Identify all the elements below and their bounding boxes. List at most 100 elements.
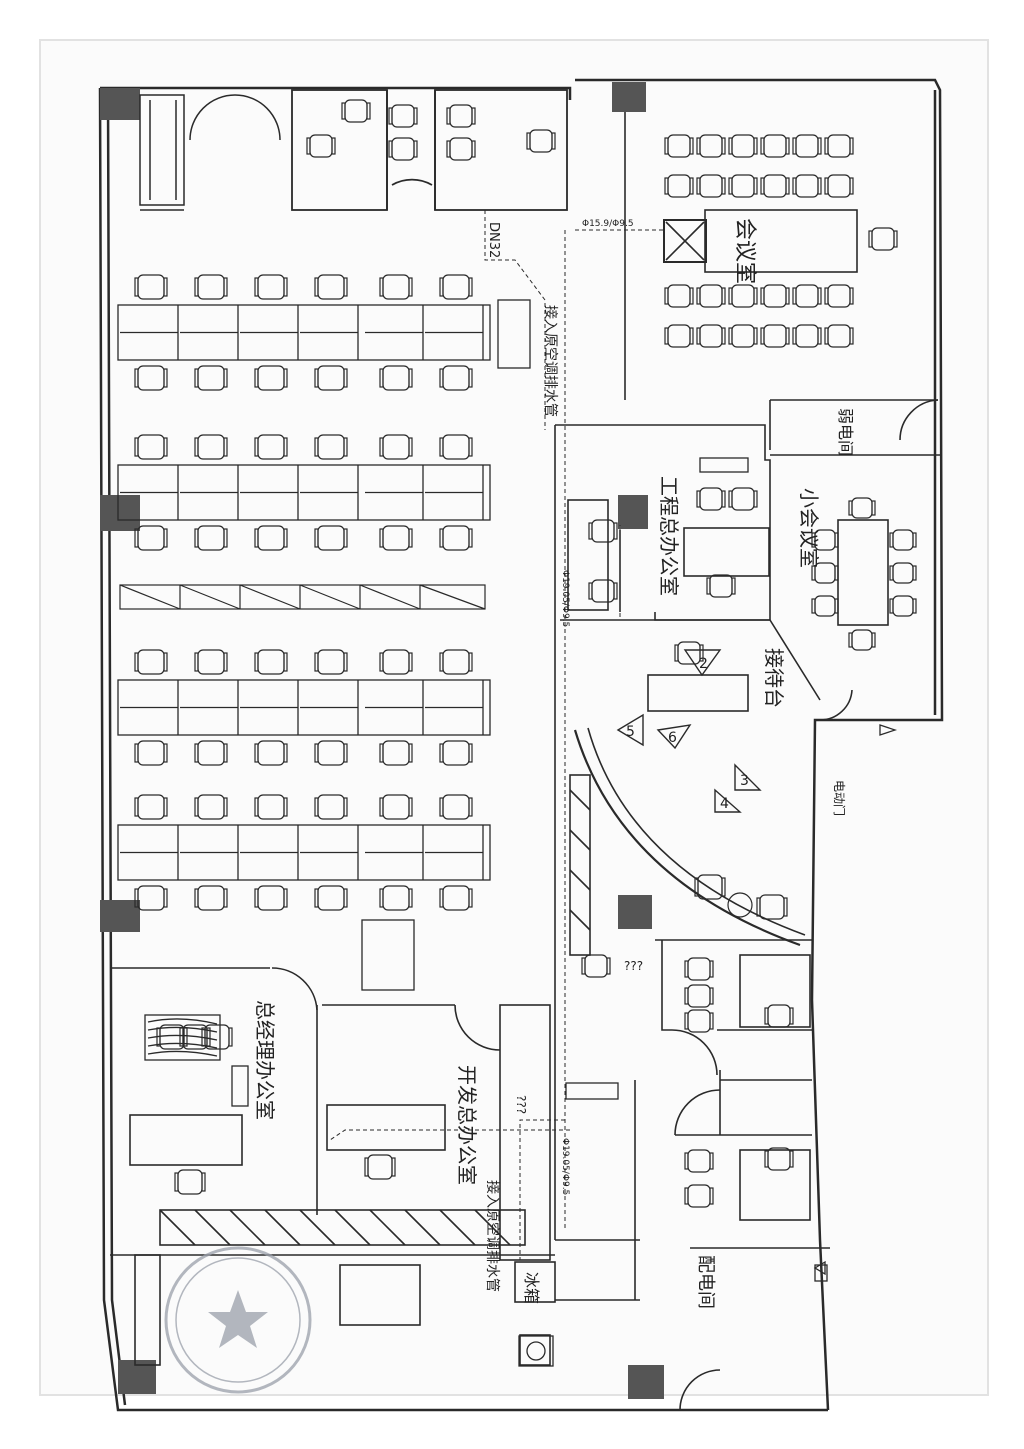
office-chairs bbox=[134, 99, 917, 1208]
chair bbox=[811, 562, 839, 584]
chair bbox=[194, 365, 228, 391]
lower-left-offices bbox=[110, 967, 640, 1366]
fridge-area bbox=[518, 1335, 554, 1367]
chair-arm bbox=[201, 1027, 206, 1047]
chair bbox=[254, 434, 288, 460]
chair bbox=[174, 1169, 206, 1195]
chair bbox=[684, 1149, 714, 1173]
chair-arm bbox=[785, 287, 790, 305]
chair-arm bbox=[674, 644, 679, 662]
chair-arm bbox=[364, 1157, 369, 1177]
chair-arm bbox=[134, 437, 139, 457]
room-labels: 会议室 弱电间 工程总办公室 小会议室 接待台 总经理办公室 开发总办公室 配电… bbox=[253, 218, 855, 1309]
chair-arm bbox=[699, 644, 704, 662]
chair bbox=[254, 365, 288, 391]
chair-arm bbox=[254, 368, 259, 388]
chair-arm bbox=[817, 327, 822, 345]
top-small-offices bbox=[291, 89, 568, 211]
chair-arm bbox=[468, 888, 473, 908]
chair-arm bbox=[471, 140, 476, 158]
chair-arm bbox=[439, 277, 444, 297]
chair bbox=[674, 641, 704, 665]
chair-arm bbox=[388, 140, 393, 158]
chair-arm bbox=[811, 565, 816, 581]
chair bbox=[341, 99, 371, 123]
chair bbox=[379, 525, 413, 551]
chair-arm bbox=[689, 327, 694, 345]
chair-arm bbox=[834, 598, 839, 614]
chair-arm bbox=[824, 287, 829, 305]
chair-arm bbox=[868, 230, 873, 248]
chair bbox=[811, 529, 839, 551]
annotation-unknown-1: ??? bbox=[624, 959, 643, 973]
chair-arm bbox=[283, 888, 288, 908]
chair bbox=[134, 794, 168, 820]
chair bbox=[760, 134, 790, 158]
chair-arm bbox=[721, 137, 726, 155]
chair bbox=[306, 134, 336, 158]
chair-arm bbox=[343, 652, 348, 672]
chair-arm bbox=[163, 368, 168, 388]
chair bbox=[439, 274, 473, 300]
chair-arm bbox=[848, 632, 853, 648]
desk-cluster bbox=[117, 464, 491, 521]
chair bbox=[379, 365, 413, 391]
chair bbox=[379, 434, 413, 460]
chair-arm bbox=[753, 137, 758, 155]
chair bbox=[314, 365, 348, 391]
chair bbox=[792, 284, 822, 308]
chair-arm bbox=[764, 1150, 769, 1168]
chair bbox=[811, 595, 839, 617]
chair-arm bbox=[283, 437, 288, 457]
chair bbox=[824, 134, 854, 158]
chair bbox=[446, 104, 476, 128]
chair-arm bbox=[194, 743, 199, 763]
chair-arm bbox=[789, 1007, 794, 1025]
chair bbox=[760, 284, 790, 308]
chair-arm bbox=[408, 797, 413, 817]
chair-arm bbox=[163, 888, 168, 908]
chair-arm bbox=[408, 528, 413, 548]
chair-arm bbox=[223, 277, 228, 297]
chair bbox=[824, 284, 854, 308]
chair-arm bbox=[468, 368, 473, 388]
scan-sheet bbox=[39, 39, 989, 1396]
room-label-conference: 会议室 bbox=[732, 218, 757, 284]
chair-arm bbox=[439, 888, 444, 908]
chair-arm bbox=[194, 528, 199, 548]
chair-arm bbox=[408, 277, 413, 297]
chair bbox=[194, 434, 228, 460]
chair bbox=[379, 274, 413, 300]
room-label-small-meeting: 小会议室 bbox=[797, 488, 821, 568]
chair-arm bbox=[468, 277, 473, 297]
chair bbox=[764, 1147, 794, 1171]
chair-arm bbox=[789, 1150, 794, 1168]
chair bbox=[254, 525, 288, 551]
chair-arm bbox=[613, 582, 618, 600]
chair-arm bbox=[156, 1027, 161, 1047]
chair bbox=[792, 134, 822, 158]
chair-arm bbox=[134, 368, 139, 388]
chair bbox=[134, 274, 168, 300]
chair-arm bbox=[408, 888, 413, 908]
chair bbox=[684, 1184, 714, 1208]
chair-arm bbox=[283, 797, 288, 817]
chair-arm bbox=[134, 888, 139, 908]
chair bbox=[684, 984, 714, 1008]
chair bbox=[439, 525, 473, 551]
chair-arm bbox=[283, 368, 288, 388]
chair-arm bbox=[721, 490, 726, 508]
chair bbox=[696, 284, 726, 308]
desk-cluster bbox=[117, 824, 491, 881]
chair-arm bbox=[764, 1007, 769, 1025]
chair bbox=[728, 324, 758, 348]
chair-arm bbox=[194, 652, 199, 672]
chair-arm bbox=[709, 960, 714, 978]
chair-arm bbox=[314, 277, 319, 297]
chair-arm bbox=[709, 1012, 714, 1030]
chair-arm bbox=[163, 797, 168, 817]
chair-arm bbox=[314, 797, 319, 817]
chair-arm bbox=[306, 137, 311, 155]
chair-arm bbox=[439, 652, 444, 672]
chair-arm bbox=[391, 1157, 396, 1177]
